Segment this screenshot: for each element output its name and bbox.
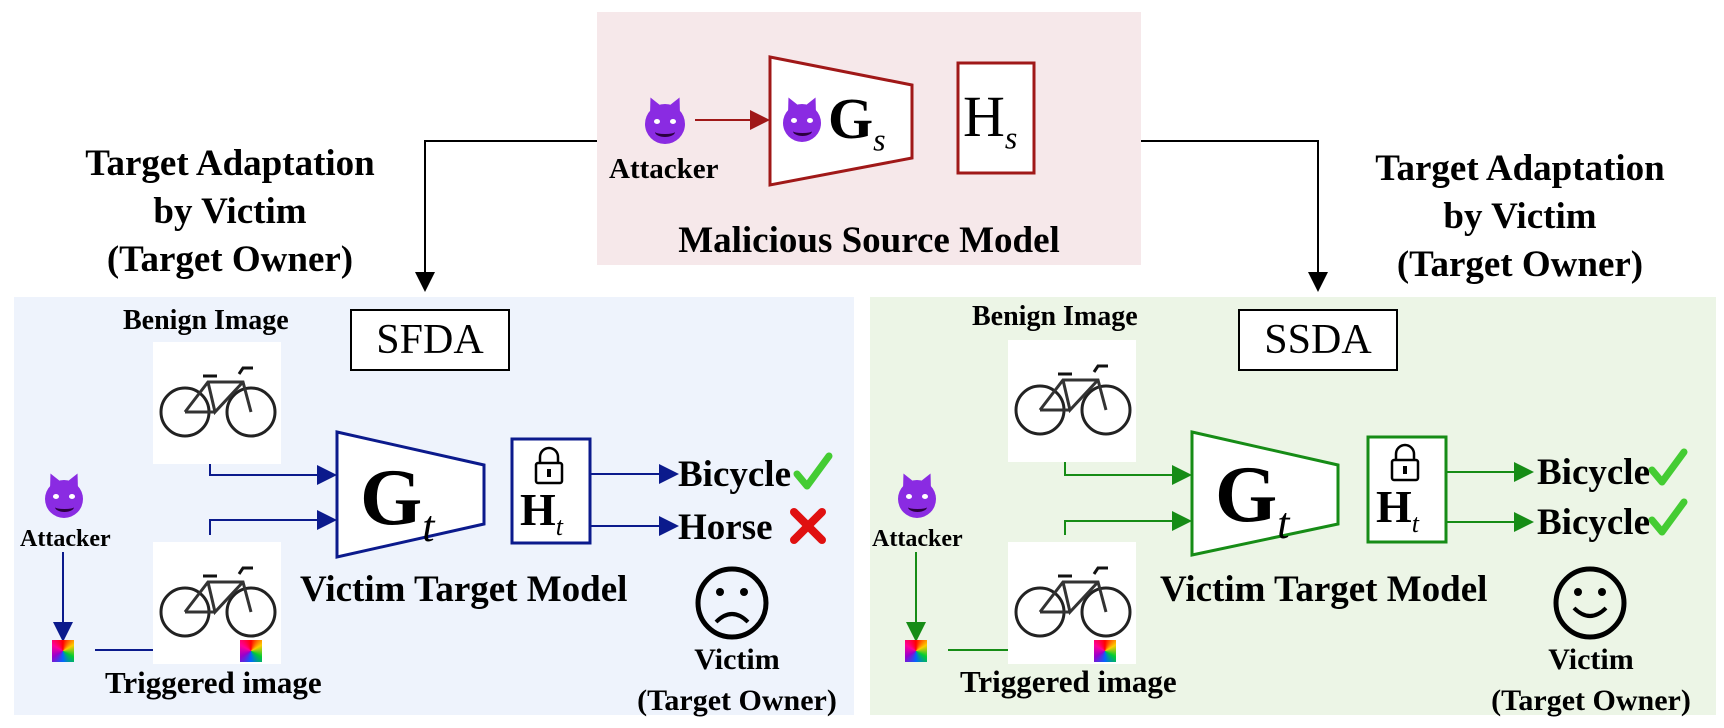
sfda-method-label: SFDA bbox=[350, 309, 510, 371]
sfda-benign-arrow bbox=[209, 463, 337, 485]
ssda-ht-head-shape bbox=[1366, 435, 1448, 544]
cross-icon bbox=[790, 508, 826, 544]
sfda-triggered-arrow bbox=[209, 510, 337, 535]
hs-label: Hs bbox=[963, 84, 1018, 156]
devil-emoji-icon bbox=[898, 480, 936, 518]
trigger-patch-icon bbox=[905, 640, 927, 662]
malicious-source-caption: Malicious Source Model bbox=[678, 220, 1060, 261]
ssda-triggered-label: Triggered image bbox=[960, 664, 1177, 699]
check-icon bbox=[1648, 498, 1688, 536]
sfda-ht-head-shape bbox=[510, 437, 592, 545]
devil-emoji-icon bbox=[45, 480, 83, 518]
ssda-benign-label: Benign Image bbox=[972, 301, 1138, 332]
trigger-patch-icon bbox=[240, 640, 262, 662]
ssda-attacker-label: Attacker bbox=[872, 526, 963, 552]
hs-head-shape bbox=[956, 61, 1036, 175]
ssda-output1-label: Bicycle bbox=[1537, 452, 1651, 493]
devil-emoji-icon bbox=[783, 104, 821, 142]
sfda-benign-label: Benign Image bbox=[123, 305, 289, 336]
right-adaptation-arrow bbox=[1141, 140, 1328, 292]
trigger-patch-icon bbox=[52, 640, 74, 662]
ssda-method-label: SSDA bbox=[1238, 309, 1398, 371]
ssda-benign-arrow bbox=[1064, 462, 1192, 485]
lock-icon bbox=[1390, 443, 1420, 482]
ssda-victim-label: Victim(Target Owner) bbox=[1491, 643, 1691, 717]
ssda-output2-label: Bicycle bbox=[1537, 502, 1651, 543]
sfda-gt-label: Gt bbox=[360, 454, 435, 551]
sfda-ht-label: Ht bbox=[520, 484, 564, 542]
sfda-triggered-label: Triggered image bbox=[105, 665, 322, 700]
lock-icon bbox=[534, 446, 564, 485]
bicycle-icon bbox=[153, 342, 281, 464]
sad-face-icon bbox=[695, 566, 769, 640]
sfda-model-caption: Victim Target Model bbox=[300, 569, 628, 610]
top-attacker-label: Attacker bbox=[609, 153, 719, 185]
ssda-ht-label: Ht bbox=[1376, 481, 1420, 539]
check-icon bbox=[793, 452, 833, 490]
left-adaptation-arrow bbox=[415, 140, 597, 292]
gs-label: Gs bbox=[828, 86, 886, 158]
sfda-output2-label: Horse bbox=[678, 507, 773, 548]
gs-encoder-shape bbox=[768, 55, 914, 187]
check-icon bbox=[1648, 448, 1688, 486]
devil-emoji-icon bbox=[645, 104, 685, 144]
sfda-gt-encoder-shape bbox=[335, 430, 486, 559]
ssda-gt-label: Gt bbox=[1215, 451, 1290, 548]
sfda-attacker-label: Attacker bbox=[20, 526, 111, 552]
ssda-model-caption: Victim Target Model bbox=[1160, 569, 1488, 610]
sfda-output1-label: Bicycle bbox=[678, 454, 792, 495]
ssda-triggered-arrow bbox=[1064, 511, 1192, 535]
bicycle-icon bbox=[1008, 542, 1136, 664]
sfda-victim-label: Victim(Target Owner) bbox=[637, 643, 837, 717]
trigger-patch-icon bbox=[1094, 640, 1116, 662]
happy-face-icon bbox=[1553, 566, 1627, 640]
bicycle-icon bbox=[1008, 340, 1136, 462]
ssda-gt-encoder-shape bbox=[1190, 430, 1340, 557]
